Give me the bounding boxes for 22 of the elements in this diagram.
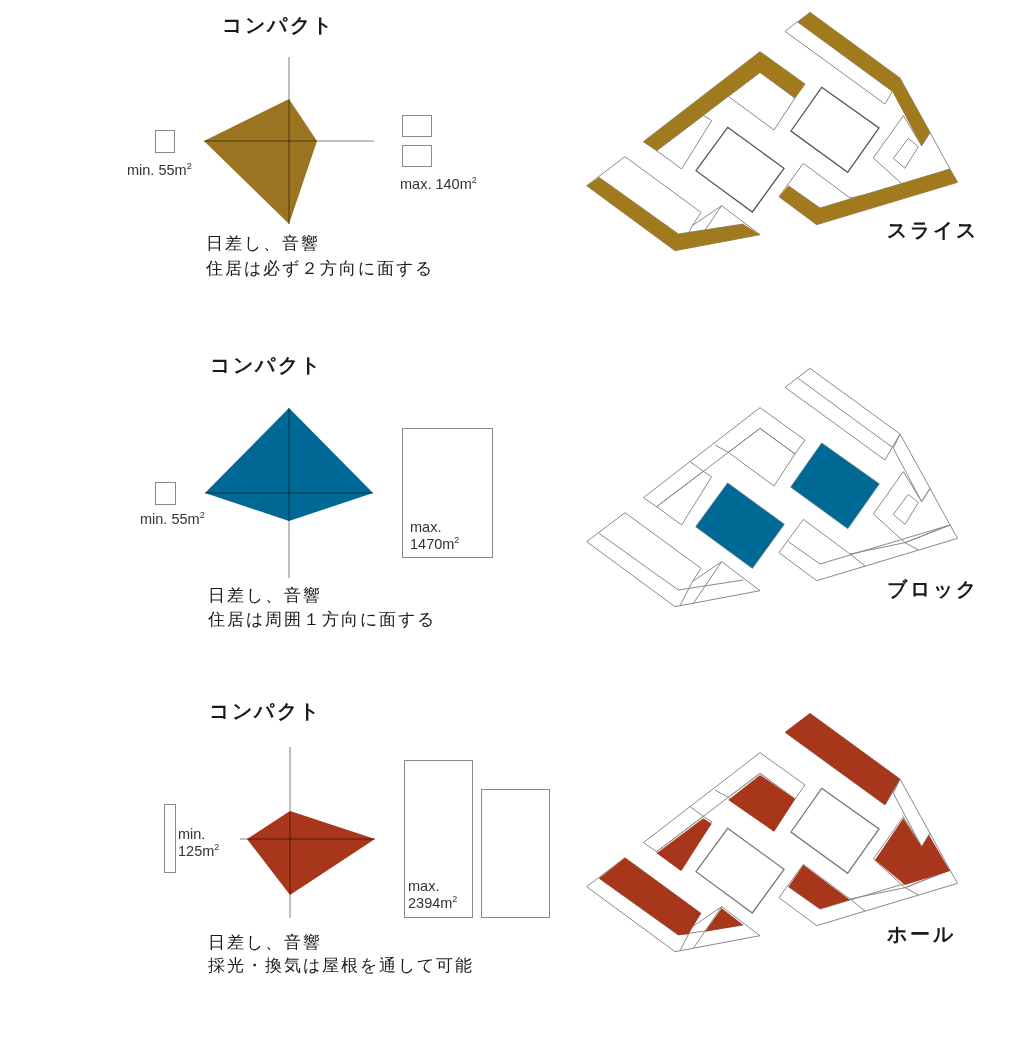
typology-label: ブロック bbox=[887, 577, 979, 601]
section-heading: コンパクト bbox=[210, 353, 323, 377]
caption-text: 日差し、音響 bbox=[206, 233, 320, 254]
section-heading: コンパクト bbox=[222, 13, 335, 37]
area-label: min. 125m$^{2}$ bbox=[178, 826, 221, 860]
area-box bbox=[402, 115, 432, 137]
area-box bbox=[402, 428, 493, 558]
caption-text: 日差し、音響 bbox=[208, 585, 322, 606]
area-label: min. 55m$^{2}$ bbox=[127, 162, 193, 179]
area-label: max. 1470m$^{2}$ bbox=[410, 519, 461, 553]
caption-text: 住居は周囲１方向に面する bbox=[208, 609, 436, 630]
area-box bbox=[481, 789, 550, 918]
area-label: max. 140m$^{2}$ bbox=[400, 176, 478, 193]
caption-text: 住居は必ず２方向に面する bbox=[206, 258, 434, 279]
typology-label: ホール bbox=[887, 922, 956, 946]
area-label: max. 2394m$^{2}$ bbox=[408, 878, 459, 912]
area-label: min. 55m$^{2}$ bbox=[140, 511, 206, 528]
caption-text: 採光・換気は屋根を通して可能 bbox=[208, 955, 474, 976]
typology-label: スライス bbox=[887, 218, 979, 242]
caption-text: 日差し、音響 bbox=[208, 932, 322, 953]
section-heading: コンパクト bbox=[209, 699, 322, 723]
area-box bbox=[404, 760, 473, 918]
